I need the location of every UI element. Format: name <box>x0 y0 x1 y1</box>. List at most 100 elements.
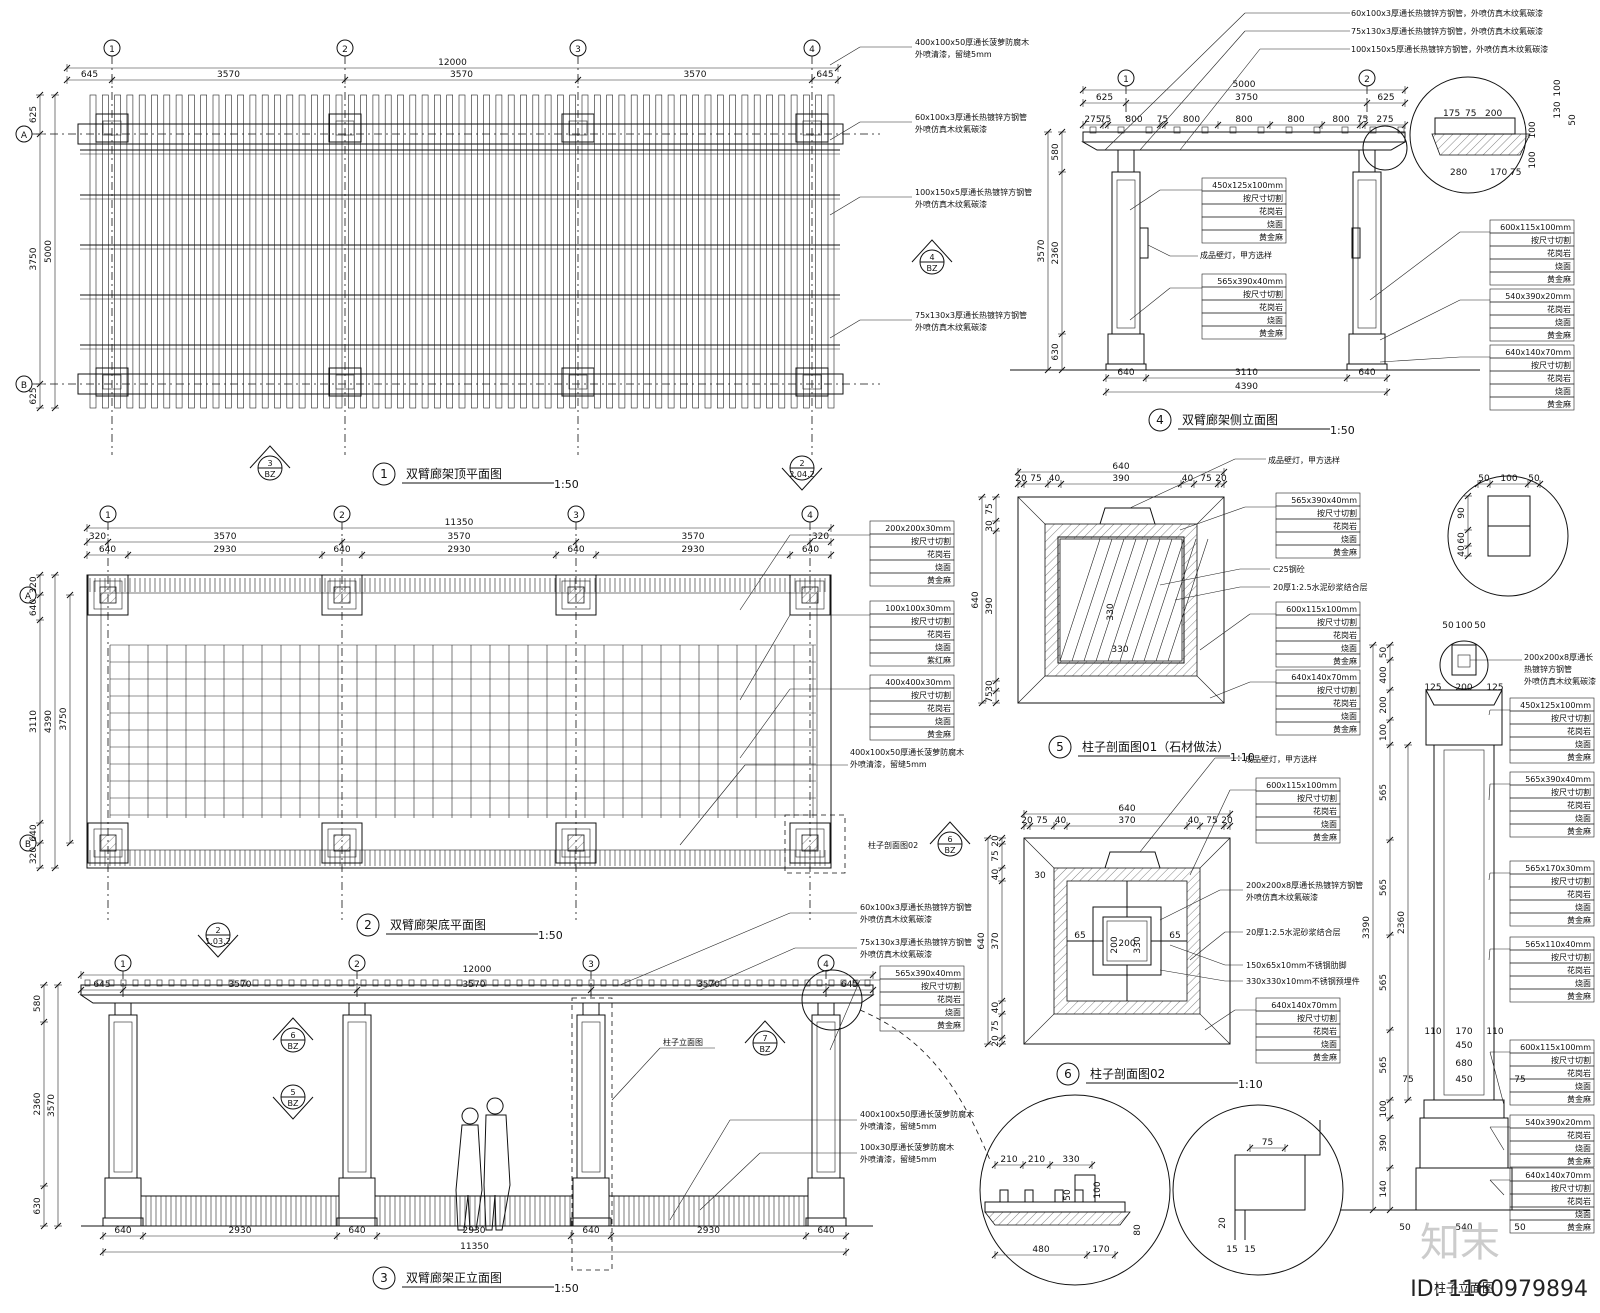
timber-slat <box>286 94 294 409</box>
dimension-tick <box>1363 99 1371 107</box>
dimension-text: 75 <box>985 503 995 514</box>
dimension-text: 625 <box>1096 93 1113 103</box>
dimension-text: 3570 <box>214 532 237 542</box>
dimension-text: 100 <box>1379 724 1389 741</box>
section-marker-number: 7 <box>762 1034 767 1043</box>
timber-slat <box>249 94 257 409</box>
dimension-tick <box>353 986 361 994</box>
dimension-tick <box>358 551 366 559</box>
dimension-text: 320 <box>812 532 829 542</box>
dimension-text: 75 <box>1036 816 1047 826</box>
leader-line <box>1379 299 1461 341</box>
spec-text: 烧面 <box>1575 978 1591 988</box>
column-core <box>802 120 822 136</box>
dimension-text: 11350 <box>445 518 474 528</box>
dimension-text: 3570 <box>47 1094 57 1117</box>
spec-text: 565x390x40mm <box>895 969 961 978</box>
annotation-text: 外喷清漆，留缝5mm <box>860 1121 937 1131</box>
dimension-tick <box>574 76 582 84</box>
column-plinth <box>336 1217 378 1227</box>
timber-slat <box>667 94 675 409</box>
concrete-hatch <box>1119 538 1161 662</box>
timber-slat <box>298 94 306 409</box>
dimension-text: 20 <box>1215 474 1227 484</box>
column-base <box>1419 1117 1509 1169</box>
column-plinth <box>570 1217 612 1227</box>
dimension-text: 80 <box>1133 1224 1143 1236</box>
dimension-text: 100 <box>1528 151 1538 168</box>
spec-text: 540x390x20mm <box>1505 292 1571 301</box>
leader-line <box>1488 872 1491 881</box>
annotation-text: 外喷清漆，留缝5mm <box>915 49 992 59</box>
column-inner <box>1443 749 1485 1096</box>
title-number-circle <box>1048 735 1072 759</box>
detail-slat <box>999 1189 1009 1203</box>
annotation-text: 成品壁灯，甲方选样 <box>1245 754 1317 764</box>
dimension-text: 640 <box>817 1226 834 1236</box>
dimension-tick <box>552 551 560 559</box>
slat-end <box>144 979 151 987</box>
dimension-text: 480 <box>1032 1245 1049 1255</box>
slat-end <box>492 979 499 987</box>
spec-cell <box>869 572 955 587</box>
spec-text: 按尺寸切割 <box>1551 713 1591 723</box>
slat-end <box>780 979 787 987</box>
dimension-tick <box>1020 822 1028 830</box>
dimension-text: 800 <box>1125 115 1142 125</box>
dimension-text: 170 <box>1455 1027 1472 1037</box>
dimension-text: 30 <box>985 680 995 692</box>
leader-line <box>1488 709 1491 716</box>
slat-end <box>1313 126 1321 134</box>
section-arrow <box>781 467 823 491</box>
column-cap <box>561 367 595 397</box>
concrete-hatch <box>1095 538 1137 662</box>
dimension-tick <box>1404 1096 1412 1104</box>
timber-slat <box>593 94 601 409</box>
spec-text: 花岗岩 <box>1547 373 1571 383</box>
axis-label: B <box>21 381 27 391</box>
column-cap <box>95 113 129 143</box>
spec-text: 烧面 <box>935 642 951 652</box>
column-base-collar <box>1423 1099 1505 1119</box>
spec-text: 640x140x70mm <box>1525 1171 1591 1180</box>
spec-text: 烧面 <box>1555 317 1571 327</box>
dimension-text: 125 <box>1486 683 1503 693</box>
axis-label: 2 <box>354 960 360 970</box>
mortar-layer <box>1057 536 1185 664</box>
column-shaft <box>342 1014 372 1179</box>
annotation-text: 200x200x8厚通长 <box>1524 652 1593 662</box>
dimension-text: 175 <box>1443 109 1460 119</box>
dimension-tick <box>1220 468 1228 476</box>
section-marker-ref: BZ <box>927 264 938 273</box>
spec-cell <box>879 1017 965 1032</box>
dimension-tick <box>1019 1161 1027 1169</box>
leader-line <box>679 764 746 846</box>
dimension-tick <box>991 1251 999 1259</box>
slat-end <box>480 979 487 987</box>
spec-cell <box>1275 721 1361 736</box>
spec-text: 100x100x30mm <box>885 604 951 613</box>
spec-text: 黄金麻 <box>1333 547 1357 557</box>
dimension-tick <box>83 524 91 532</box>
dimension-tick <box>998 1034 1006 1042</box>
dimension-text: 450 <box>1455 1041 1472 1051</box>
axis-label: 4 <box>823 960 829 970</box>
slat-end <box>792 979 799 987</box>
annotation-text: C25钢砼 <box>1273 564 1305 574</box>
dimension-tick <box>1343 374 1351 382</box>
spec-cell <box>1489 396 1575 411</box>
dimension-tick <box>806 538 814 546</box>
spec-text: 黄金麻 <box>1547 330 1571 340</box>
spec-text: 花岗岩 <box>1259 206 1283 216</box>
spec-text: 按尺寸切割 <box>1551 876 1591 886</box>
dimension-tick <box>104 538 112 546</box>
drawing-scale: 1:50 <box>554 1282 579 1295</box>
human-figure <box>455 1107 483 1231</box>
leader-line <box>1179 48 1261 151</box>
slat-end <box>756 979 763 987</box>
timber-slat <box>188 94 195 409</box>
axis-label: 4 <box>807 511 813 521</box>
dimension-text: 50 <box>1379 647 1389 659</box>
dimension-tick <box>992 517 1000 525</box>
axis-label: 2 <box>342 45 348 55</box>
